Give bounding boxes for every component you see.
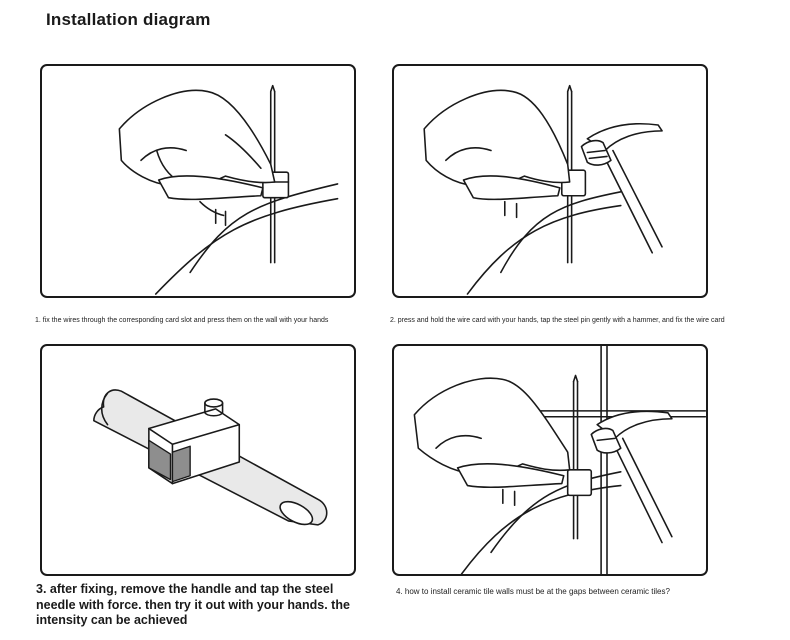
step-2-illustration [392, 64, 708, 298]
step-1-caption: 1. fix the wires through the correspondi… [35, 317, 329, 324]
tile-wall-install-drawing [413, 346, 706, 574]
step-3-caption: 3. after fixing, remove the handle and t… [36, 582, 350, 627]
step-2-caption: 2. press and hold the wire card with you… [390, 317, 725, 324]
clip-on-cable-drawing [93, 389, 328, 526]
step-3-illustration [40, 344, 356, 576]
step-4-caption: 4. how to install ceramic tile walls mus… [396, 587, 670, 596]
hammer-tapping-pin-drawing [423, 84, 663, 295]
step-1-illustration [40, 64, 356, 298]
page-title: Installation diagram [46, 10, 211, 29]
step-4-illustration [392, 344, 708, 576]
hand-pressing-clip-drawing [118, 84, 339, 295]
